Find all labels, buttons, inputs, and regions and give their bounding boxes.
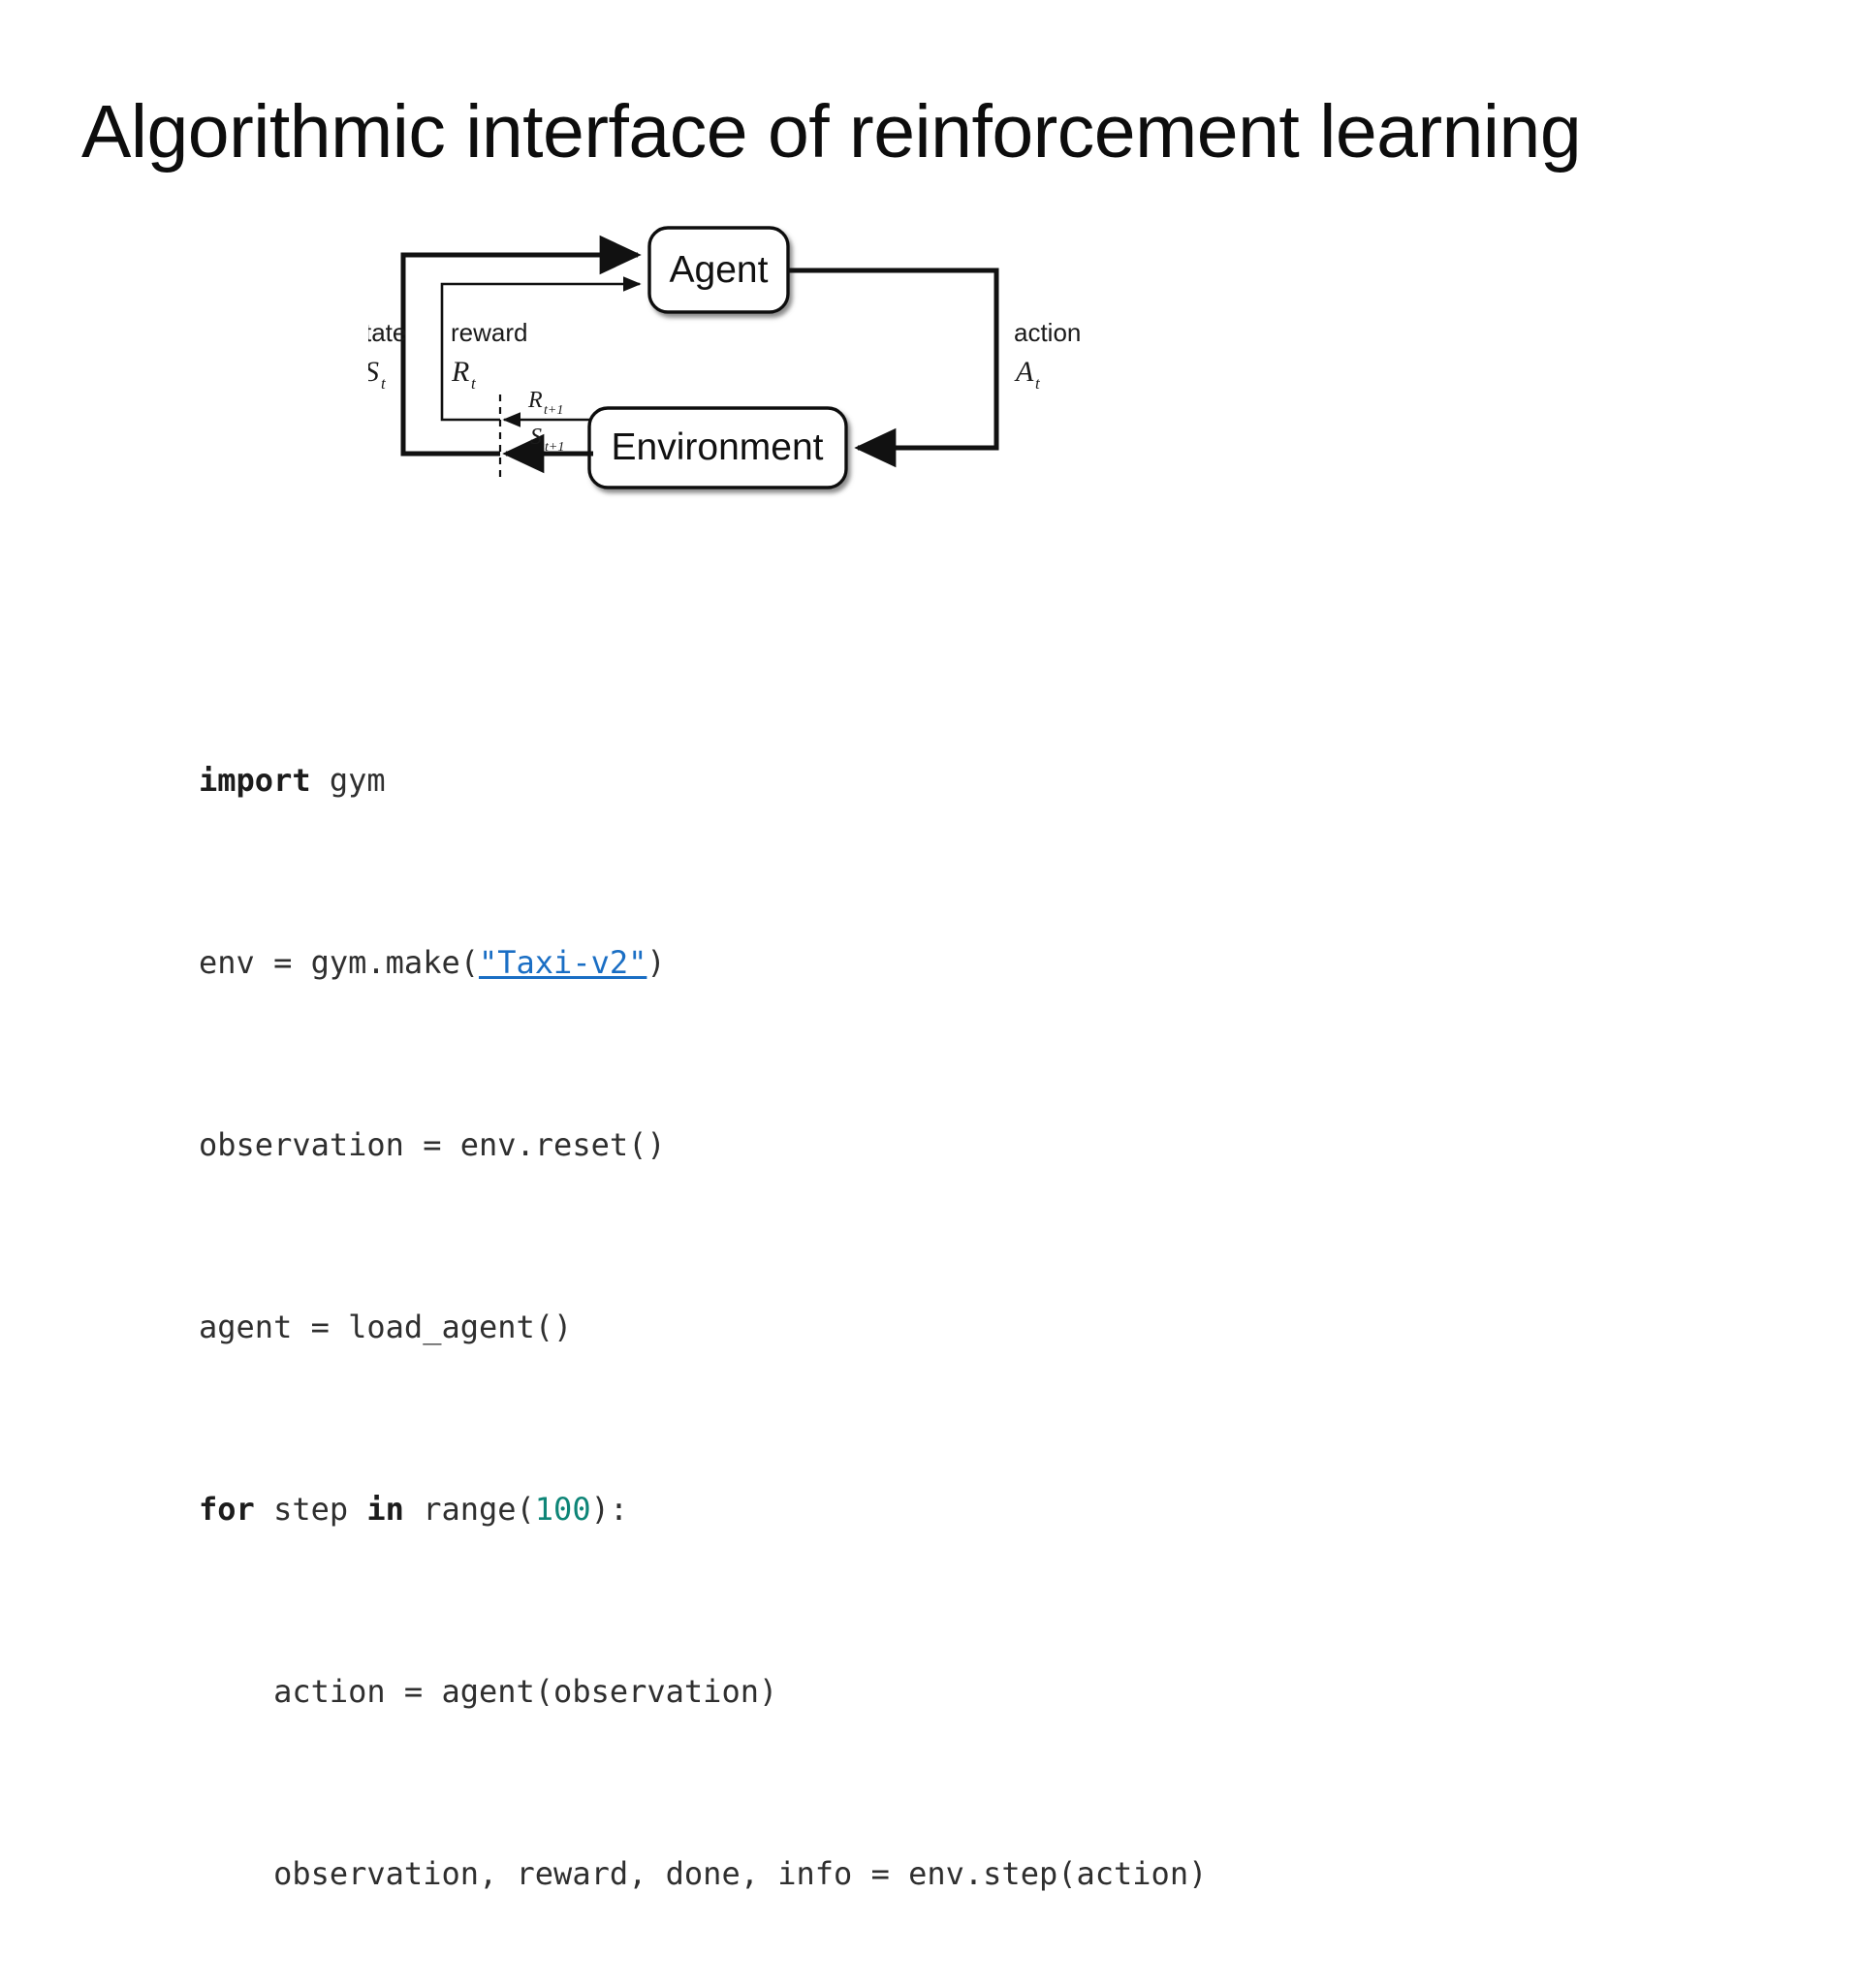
svg-text:S: S (530, 425, 542, 450)
environment-box-label: Environment (612, 426, 824, 468)
state-edge (400, 235, 642, 457)
slide-canvas: Algorithmic interface of reinforcement l… (81, 89, 1582, 1892)
agent-box-label: Agent (670, 249, 769, 291)
diagram-svg: Agent Environment state S t (368, 226, 1081, 489)
agent-environment-diagram: Agent Environment state S t (368, 208, 1173, 509)
code-line-1: import gym (199, 758, 1207, 804)
next-state-label: S t+1 (530, 425, 564, 455)
code-line-5-mid2: range( (403, 1491, 535, 1528)
reward-label-symbol: R t (451, 356, 477, 393)
code-block: import gym env = gym.make("Taxi-v2") obs… (199, 667, 1207, 1988)
environment-box (587, 406, 848, 489)
svg-text:t: t (1035, 374, 1041, 393)
svg-text:R: R (451, 356, 469, 388)
agent-node: Agent (647, 226, 790, 314)
reward-label-word: reward (451, 318, 527, 347)
reward-edge (440, 276, 642, 422)
svg-text:R: R (527, 388, 543, 413)
code-line-6: action = agent(observation) (199, 1673, 778, 1710)
svg-text:t+1: t+1 (545, 440, 564, 455)
code-line-4: agent = load_agent() (199, 1309, 573, 1345)
code-line-3: observation = env.reset() (199, 1126, 666, 1163)
svg-text:t: t (381, 374, 387, 393)
svg-text:t: t (471, 374, 477, 393)
keyword-in: in (366, 1491, 404, 1528)
action-edge (788, 268, 999, 468)
code-line-2-suffix: ) (647, 944, 666, 981)
environment-node: Environment (587, 406, 848, 489)
state-label-symbol: S t (368, 356, 387, 393)
state-label-word: state (368, 318, 406, 347)
code-line-2-prefix: env = gym.make( (199, 944, 479, 981)
svg-text:S: S (368, 356, 379, 388)
code-line-1-rest: gym (310, 762, 386, 799)
svg-text:t+1: t+1 (544, 403, 563, 418)
action-label-word: action (1014, 318, 1081, 347)
code-line-5-suffix: ): (590, 1491, 629, 1528)
page-title: Algorithmic interface of reinforcement l… (81, 89, 1582, 174)
action-label-symbol: A t (1014, 356, 1041, 393)
code-line-5-mid1: step (254, 1491, 367, 1528)
code-line-7: observation, reward, done, info = env.st… (199, 1855, 1208, 1892)
next-reward-label: R t+1 (527, 388, 563, 418)
number-literal-100: 100 (534, 1491, 591, 1528)
keyword-import: import (199, 762, 311, 799)
keyword-for: for (199, 1491, 255, 1528)
code-line-2: env = gym.make("Taxi-v2") (199, 940, 1207, 986)
taxi-v2-link[interactable]: "Taxi-v2" (478, 944, 647, 981)
svg-text:A: A (1014, 356, 1034, 388)
code-line-5: for step in range(100): (199, 1487, 1207, 1532)
